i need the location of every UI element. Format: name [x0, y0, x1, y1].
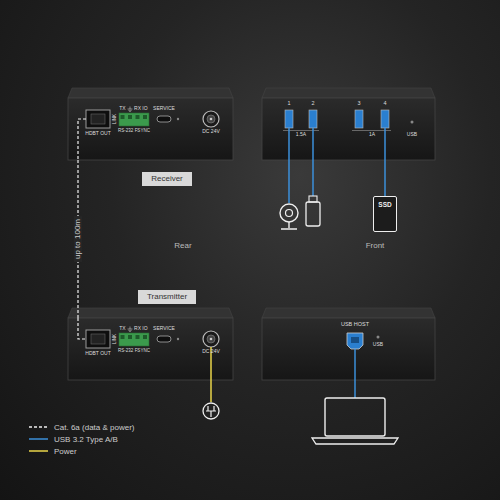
legend-text: USB 3.2 Type A/B — [54, 435, 118, 444]
transmitter-front-housing-part — [262, 308, 435, 318]
transmitter-front-housing-part — [347, 333, 363, 349]
ssd-box: SSD — [373, 196, 397, 232]
legend-row: Cat. 6a (data & power) — [28, 421, 134, 433]
usb-stick-icon-part — [306, 202, 320, 226]
port-label: 3 — [357, 101, 360, 107]
webcam-icon — [280, 204, 298, 229]
device-panel: HDBT OUT LINKTX RXIO RS-232 FSYNC SERVICE DC … — [68, 98, 233, 160]
port-label: HDBT OUT — [85, 131, 110, 136]
transmitter-front-housing-part — [262, 318, 435, 380]
port-label: SERVICE — [153, 326, 175, 331]
port-label: 1.5A — [296, 132, 306, 137]
device-panel: 1 2 3 4 1.5A 1A USB — [262, 98, 435, 160]
port-label: RS-232 FSYNC — [118, 349, 150, 354]
transmitter-rear-housing-part — [68, 308, 233, 318]
port-label: USB — [373, 342, 383, 347]
view-label: Rear — [174, 242, 191, 250]
legend-text: Cat. 6a (data & power) — [54, 423, 134, 432]
transmitter-rear-housing-part — [86, 327, 219, 349]
transmitter-front-housing-part — [354, 349, 356, 398]
usb-stick-icon — [306, 196, 320, 226]
legend-sample-line — [29, 450, 48, 452]
port-label: IO — [142, 106, 147, 111]
transmitter-rear-housing-part — [210, 347, 212, 402]
receiver-rear-housing-part — [68, 98, 233, 160]
usb-stick-icon-part — [309, 196, 317, 202]
receiver-front-housing — [262, 88, 435, 203]
webcam-icon-part — [281, 222, 297, 229]
power-plug-icon-part — [206, 406, 216, 417]
power-plug-icon-part — [203, 403, 219, 419]
legend-sample — [28, 447, 50, 455]
receiver-front-housing-part — [355, 110, 363, 128]
port-label: RS-232 FSYNC — [118, 129, 150, 134]
receiver-rear-housing-part — [86, 107, 219, 129]
receiver-front-housing-part — [411, 121, 414, 124]
node-label: SSD — [378, 202, 391, 209]
legend-row: USB 3.2 Type A/B — [28, 433, 134, 445]
power-plug-icon — [203, 403, 219, 419]
port-label: LINK — [113, 334, 118, 344]
port-label: 4 — [383, 101, 386, 107]
legend-text: Power — [54, 447, 77, 456]
port-label: USB HOST — [341, 322, 369, 328]
legend-row: Power — [28, 445, 134, 457]
node-label: Transmitter — [147, 293, 187, 301]
legend-sample-line — [29, 426, 48, 428]
transmitter-front-housing-part — [351, 337, 359, 343]
view-label: Front — [366, 242, 385, 250]
webcam-icon-part — [280, 204, 298, 222]
receiver-front-housing-part — [262, 88, 435, 98]
receiver-rear-housing — [68, 88, 233, 160]
port-label: USB — [407, 132, 417, 137]
legend-sample — [28, 435, 50, 443]
legend-sample — [28, 423, 50, 431]
transmitter-front-housing-part — [377, 336, 380, 339]
receiver-rear-housing-part — [68, 88, 233, 98]
legend: Cat. 6a (data & power) USB 3.2 Type A/B Po… — [28, 421, 134, 457]
port-label: DC 24V — [202, 129, 220, 134]
receiver-front-housing-part — [289, 128, 385, 203]
laptop-icon-part — [325, 398, 385, 436]
receiver-front-housing-part — [285, 110, 293, 128]
transmitter-rear-housing — [68, 308, 233, 402]
port-label: RX — [134, 106, 141, 111]
receiver-front-housing-part — [262, 98, 435, 160]
port-label: 2 — [311, 101, 314, 107]
device-tag: Transmitter — [138, 290, 196, 304]
device-panel: HDBT OUT LINKTX RXIO RS-232 FSYNC SERVICE DC … — [68, 318, 233, 380]
cable-connector — [384, 160, 386, 196]
laptop-icon — [312, 398, 398, 444]
port-label: DC 24V — [202, 349, 220, 354]
receiver-rear-housing-part — [78, 119, 86, 160]
port-label: SERVICE — [153, 106, 175, 111]
port-label: 1A — [369, 132, 375, 137]
device-panel: USB HOST USB — [262, 318, 435, 380]
transmitter-rear-housing-part — [68, 318, 233, 380]
receiver-front-housing-part — [283, 130, 391, 131]
legend-sample-line — [29, 438, 48, 440]
receiver-front-housing-part — [309, 110, 317, 128]
laptop-icon-part — [312, 438, 398, 444]
distance-label: up to 100m — [74, 216, 82, 262]
device-tag: Receiver — [142, 172, 192, 186]
port-label: HDBT OUT — [85, 351, 110, 356]
port-label: 1 — [287, 101, 290, 107]
transmitter-front-housing — [262, 308, 435, 398]
port-label: LINK — [113, 114, 118, 124]
port-label: RX — [134, 326, 141, 331]
port-label: TX — [119, 326, 125, 331]
node-label: Receiver — [151, 175, 183, 183]
webcam-icon-part — [286, 210, 293, 217]
receiver-front-housing-part — [381, 110, 389, 128]
port-label: TX — [119, 106, 125, 111]
port-label: IO — [142, 326, 147, 331]
transmitter-rear-housing-part — [78, 318, 86, 339]
